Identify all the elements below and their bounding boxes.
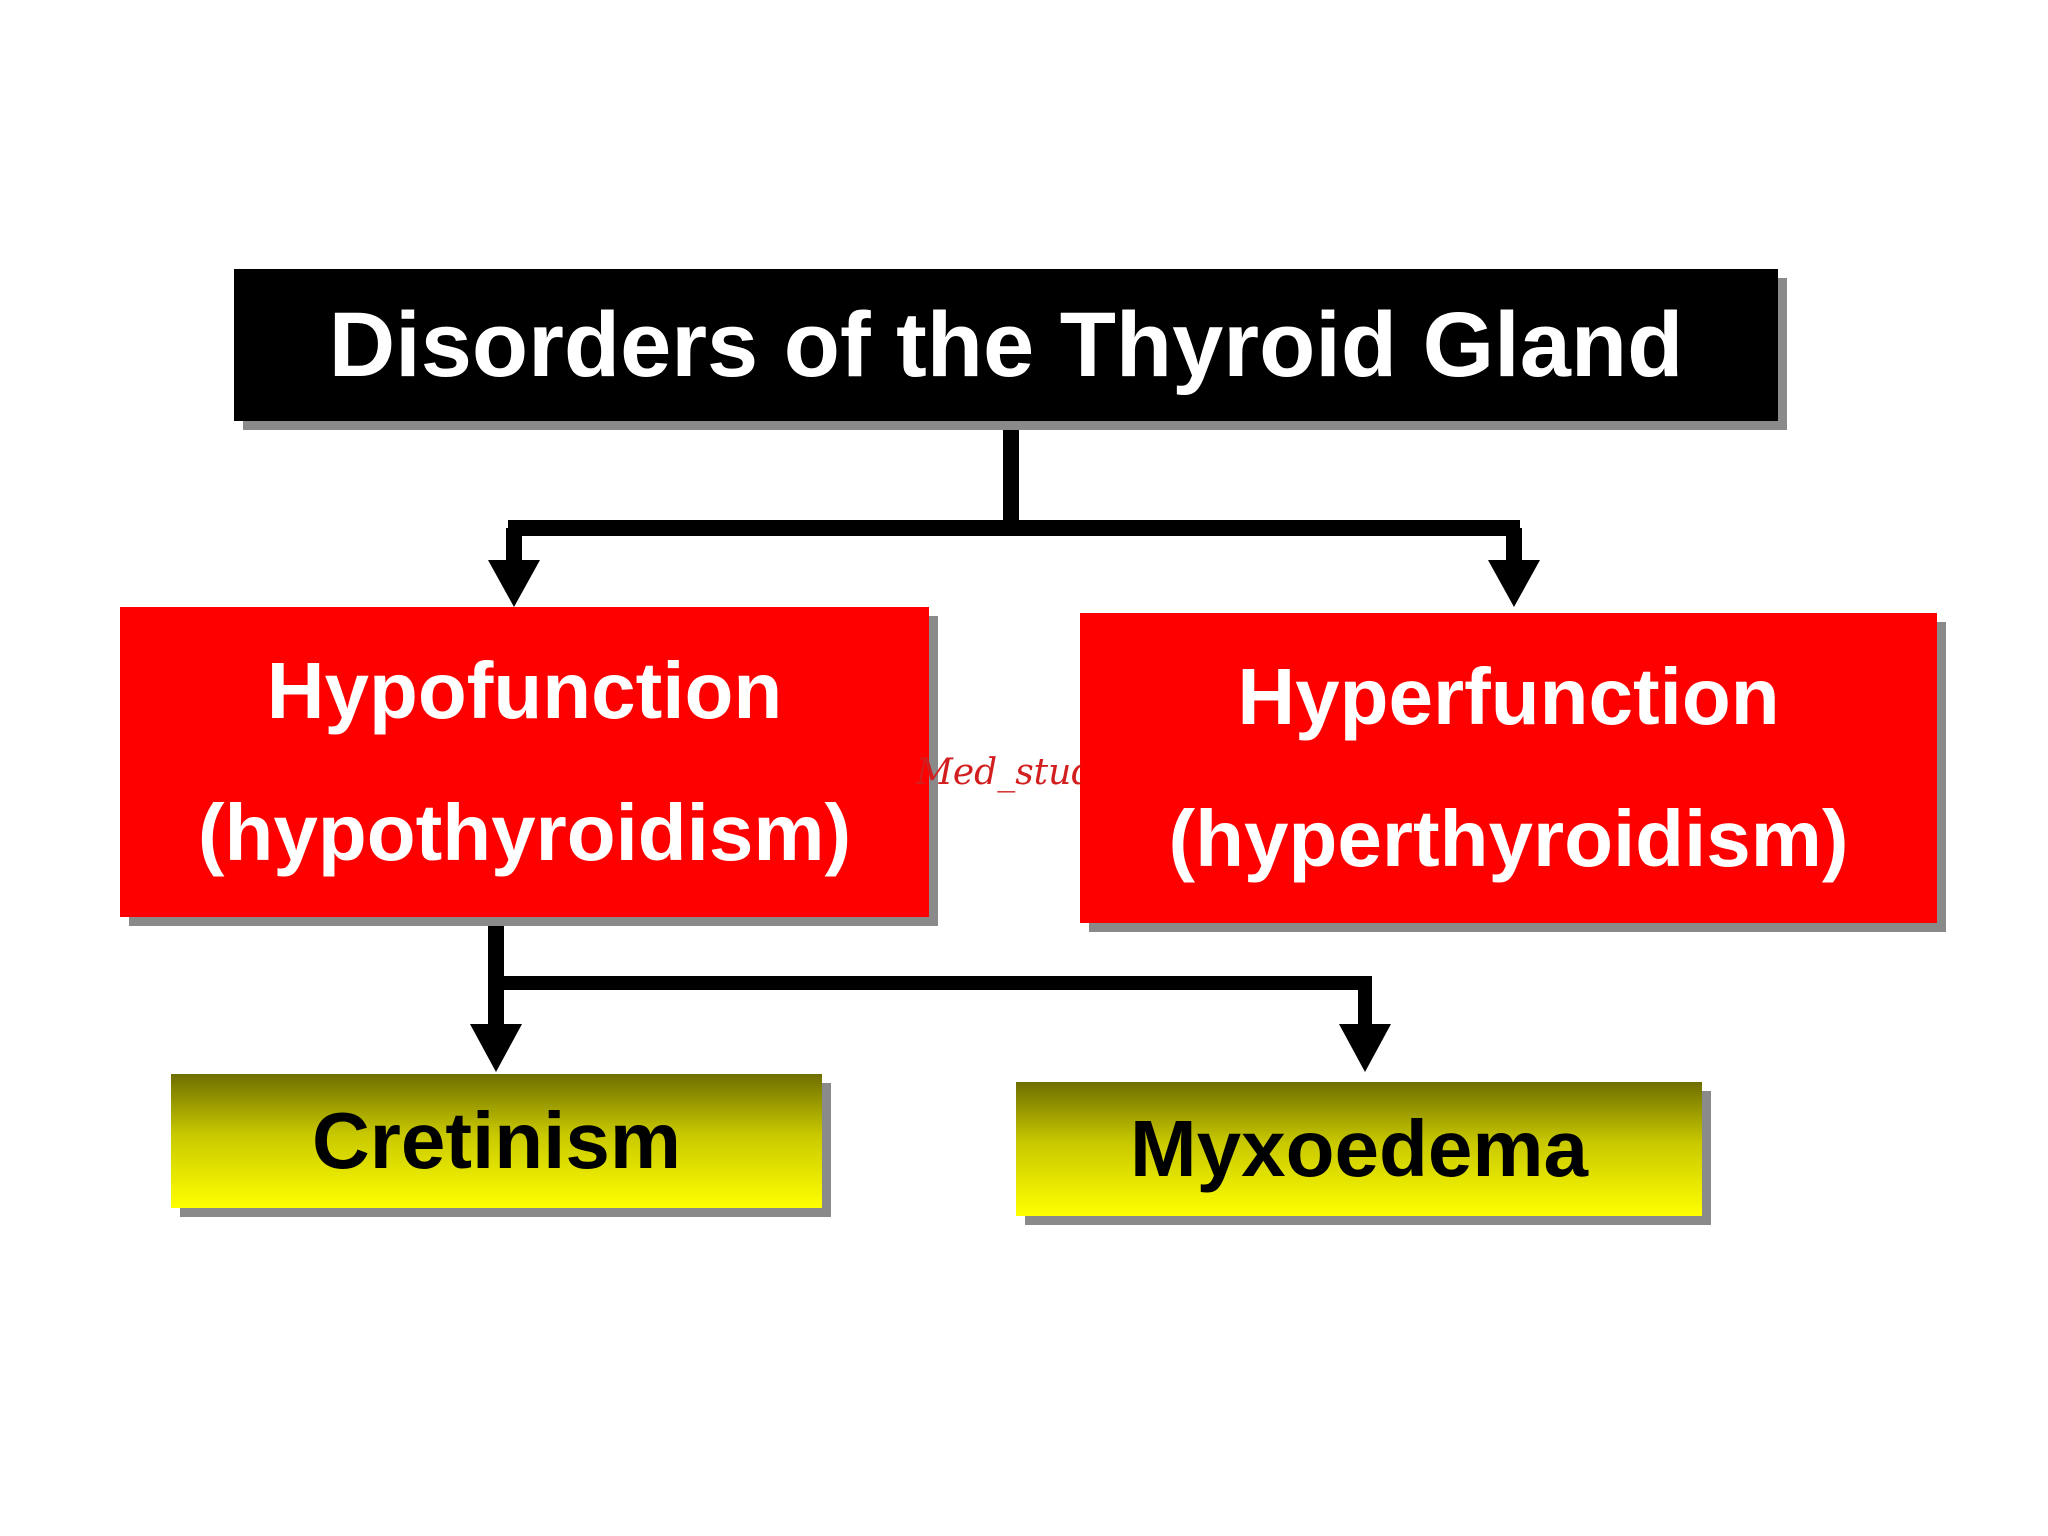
title-box: Disorders of the Thyroid Gland <box>234 269 1778 421</box>
hypofunction-label: Hypofunction <box>266 646 783 735</box>
myxoedema-label: Myxoedema <box>1130 1104 1588 1193</box>
hyperfunction-label: Hyperfunction <box>1237 652 1780 741</box>
hyperfunction-box: Hyperfunction (hyperthyroidism) <box>1080 613 1937 923</box>
hyperthyroidism-label: (hyperthyroidism) <box>1168 794 1849 883</box>
arrowhead-to-myxoedema <box>1339 1024 1391 1072</box>
watermark-text: Med_stude <box>916 752 1081 793</box>
arrowhead-to-cretinism <box>470 1024 522 1072</box>
cretinism-label: Cretinism <box>312 1096 681 1185</box>
arrowhead-to-hypofunction <box>488 560 540 607</box>
arrowhead-to-hyperfunction <box>1488 560 1540 607</box>
hypofunction-box: Hypofunction (hypothyroidism) <box>120 607 929 917</box>
myxoedema-box: Myxoedema <box>1016 1082 1702 1216</box>
hypothyroidism-label: (hypothyroidism) <box>197 788 852 877</box>
cretinism-box: Cretinism <box>171 1074 822 1208</box>
diagram-title: Disorders of the Thyroid Gland <box>328 293 1684 396</box>
